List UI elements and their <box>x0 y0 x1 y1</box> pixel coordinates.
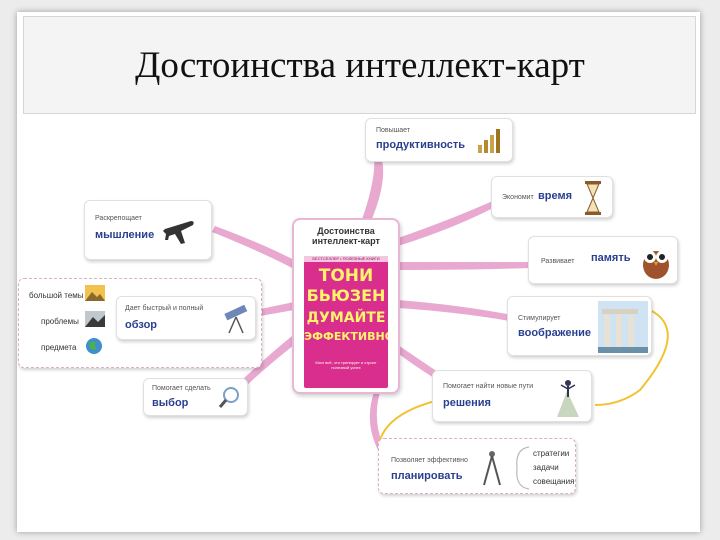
book-cover: БЕСТСЕЛЛЕР • ПОЛЕЗНЫЕ КНИГИ ТОНИ БЬЮЗЕН … <box>304 256 388 388</box>
solutions-big: решения <box>443 397 491 409</box>
thinking-big: мышление <box>95 229 154 241</box>
overview-big: обзор <box>125 319 157 331</box>
node-thinking: Раскрепощает мышление <box>84 200 212 260</box>
choice-big: выбор <box>152 397 188 409</box>
productivity-big: продуктивность <box>376 139 465 151</box>
owl-icon <box>639 241 673 281</box>
node-time: Экономит время <box>491 176 613 218</box>
imagination-big: воображение <box>518 327 591 339</box>
center-title: Достоинства интеллект-карт <box>294 226 398 246</box>
branch-time <box>398 200 497 246</box>
node-choice: Помогает сделать выбор <box>143 378 248 416</box>
node-imagination: Стимулирует воображение <box>507 296 652 356</box>
center-node: Достоинства интеллект-карт БЕСТСЕЛЛЕР • … <box>292 218 400 394</box>
node-planning: Позволяет эффективно планировать стратег… <box>378 438 576 494</box>
columns-icon <box>598 301 648 353</box>
node-productivity: Повышает продуктивность <box>365 118 513 162</box>
thinking-small: Раскрепощает <box>95 215 142 222</box>
overview-item-1: большой темы <box>29 291 84 300</box>
book-title-1: ДУМАЙТЕ <box>304 310 388 326</box>
memory-big: память <box>591 252 630 264</box>
book-top-label: БЕСТСЕЛЛЕР • ПОЛЕЗНЫЕ КНИГИ <box>304 256 388 262</box>
climber-icon <box>551 377 585 419</box>
branch-thinking <box>212 226 298 270</box>
planning-item-3: совещания <box>533 477 574 486</box>
chart-icon <box>474 125 504 155</box>
choice-small: Помогает сделать <box>152 385 211 392</box>
globe-icon <box>85 337 103 355</box>
imagination-small: Стимулирует <box>518 315 561 322</box>
overview-small: Дает быстрый и полный <box>125 305 203 312</box>
magnifier-icon <box>218 385 242 409</box>
time-small: Экономит <box>502 194 534 201</box>
branch-imagination <box>398 300 512 321</box>
planning-bracket <box>511 445 531 491</box>
book-author-1: ТОНИ <box>304 266 388 286</box>
compass-icon <box>481 449 503 487</box>
planning-item-1: стратегии <box>533 449 569 458</box>
overview-item-3: предмета <box>41 343 76 352</box>
overview-item-2: проблемы <box>41 317 79 326</box>
planning-big: планировать <box>391 470 462 482</box>
branch-memory <box>398 262 530 270</box>
airplane-icon <box>161 215 197 247</box>
node-solutions: Помогает найти новые пути решения <box>432 370 592 422</box>
book-author-2: БЬЮЗЕН <box>304 286 388 305</box>
memory-small: Развивает <box>541 258 575 265</box>
planning-item-2: задачи <box>533 463 559 472</box>
node-memory: Развивает память <box>528 236 678 284</box>
telescope-icon <box>221 303 251 335</box>
solutions-small: Помогает найти новые пути <box>443 383 533 390</box>
productivity-small: Повышает <box>376 127 410 134</box>
book-title-2: ЭФФЕКТИВНО <box>304 330 388 343</box>
landscape-icon <box>85 311 105 327</box>
hourglass-icon <box>584 181 602 215</box>
book-subtitle: Мозг всё, что тренирует и строит полезны… <box>310 360 382 370</box>
time-big: время <box>538 190 572 202</box>
node-overview: Дает быстрый и полный обзор <box>116 296 256 340</box>
planning-small: Позволяет эффективно <box>391 457 468 464</box>
landscape-icon <box>85 285 105 301</box>
